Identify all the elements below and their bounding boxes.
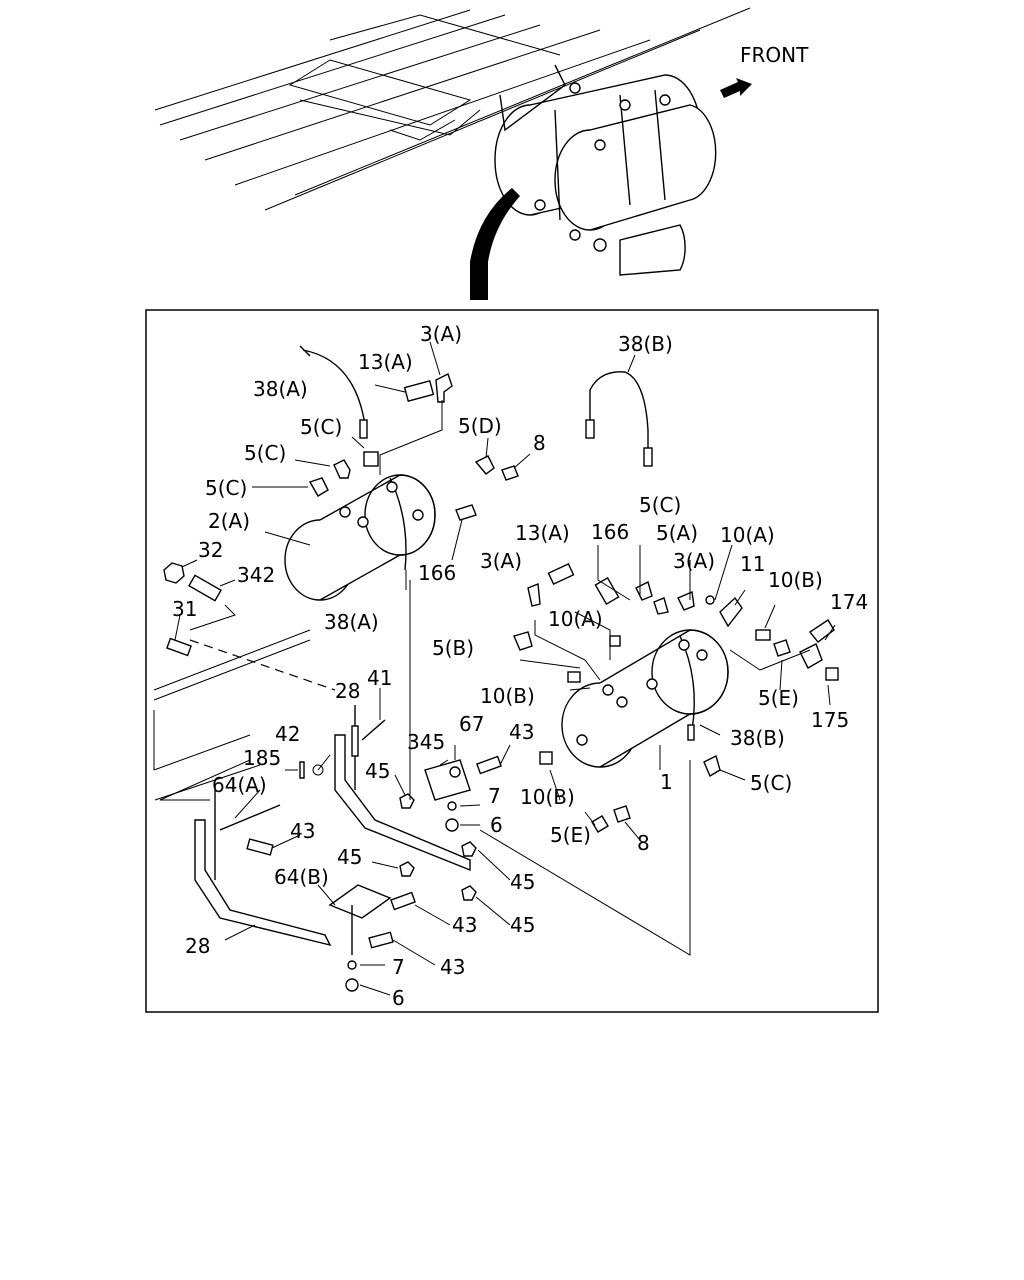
callout-8: 8 xyxy=(637,831,650,855)
callout-labels: 3(A) 38(B) 13(A) 38(A) 5(C) 5(D) 8 5(C) … xyxy=(172,322,868,1010)
callout-64b: 64(B) xyxy=(274,865,329,889)
callout-43: 43 xyxy=(452,913,477,937)
callout-45: 45 xyxy=(337,845,362,869)
callout-6: 6 xyxy=(490,813,503,837)
callout-45: 45 xyxy=(510,870,535,894)
callout-11: 11 xyxy=(740,552,765,576)
callout-166: 166 xyxy=(591,520,629,544)
callout-28: 28 xyxy=(185,934,210,958)
callout-5e: 5(E) xyxy=(758,686,799,710)
detail-drawing xyxy=(153,341,839,996)
callout-38a: 38(A) xyxy=(324,610,379,634)
callout-45: 45 xyxy=(510,913,535,937)
callout-3a: 3(A) xyxy=(673,549,715,573)
callout-10b: 10(B) xyxy=(520,785,575,809)
callout-342: 342 xyxy=(237,563,275,587)
vehicle-overview: FRONT xyxy=(154,7,809,300)
callout-10b: 10(B) xyxy=(480,684,535,708)
callout-1: 1 xyxy=(660,770,673,794)
callout-5c: 5(C) xyxy=(205,476,247,500)
callout-13a: 13(A) xyxy=(515,521,570,545)
front-arrow-icon xyxy=(720,78,752,98)
callout-38b: 38(B) xyxy=(730,726,785,750)
callout-67: 67 xyxy=(459,712,484,736)
callout-10b: 10(B) xyxy=(768,568,823,592)
callout-2a: 2(A) xyxy=(208,509,250,533)
callout-32: 32 xyxy=(198,538,223,562)
callout-5c: 5(C) xyxy=(639,493,681,517)
callout-28: 28 xyxy=(335,679,360,703)
callout-5c: 5(C) xyxy=(750,771,792,795)
callout-6: 6 xyxy=(392,986,405,1010)
callout-10a: 10(A) xyxy=(548,607,603,631)
callout-174: 174 xyxy=(830,590,868,614)
callout-7: 7 xyxy=(392,955,405,979)
callout-166: 166 xyxy=(418,561,456,585)
callout-5a: 5(A) xyxy=(656,521,698,545)
front-label: FRONT xyxy=(740,43,809,67)
callout-31: 31 xyxy=(172,597,197,621)
callout-38a: 38(A) xyxy=(253,377,308,401)
callout-175: 175 xyxy=(811,708,849,732)
callout-13a: 13(A) xyxy=(358,350,413,374)
callout-42: 42 xyxy=(275,722,300,746)
detail-pointer-arrow xyxy=(470,188,520,300)
callout-5c: 5(C) xyxy=(300,415,342,439)
callout-5d: 5(D) xyxy=(458,414,502,438)
callout-3a: 3(A) xyxy=(420,322,462,346)
detail-frame xyxy=(145,309,879,1013)
callout-45: 45 xyxy=(365,759,390,783)
callout-5c: 5(C) xyxy=(244,441,286,465)
callout-43: 43 xyxy=(509,720,534,744)
callout-41: 41 xyxy=(367,666,392,690)
callout-5b: 5(B) xyxy=(432,636,474,660)
callout-185: 185 xyxy=(243,746,281,770)
callout-10a: 10(A) xyxy=(720,523,775,547)
callout-345: 345 xyxy=(407,730,445,754)
callout-43: 43 xyxy=(440,955,465,979)
callout-64a: 64(A) xyxy=(212,773,267,797)
callout-7: 7 xyxy=(488,784,501,808)
callout-3a: 3(A) xyxy=(480,549,522,573)
callout-38b: 38(B) xyxy=(618,332,673,356)
callout-8: 8 xyxy=(533,431,546,455)
callout-5e: 5(E) xyxy=(550,823,591,847)
callout-43: 43 xyxy=(290,819,315,843)
